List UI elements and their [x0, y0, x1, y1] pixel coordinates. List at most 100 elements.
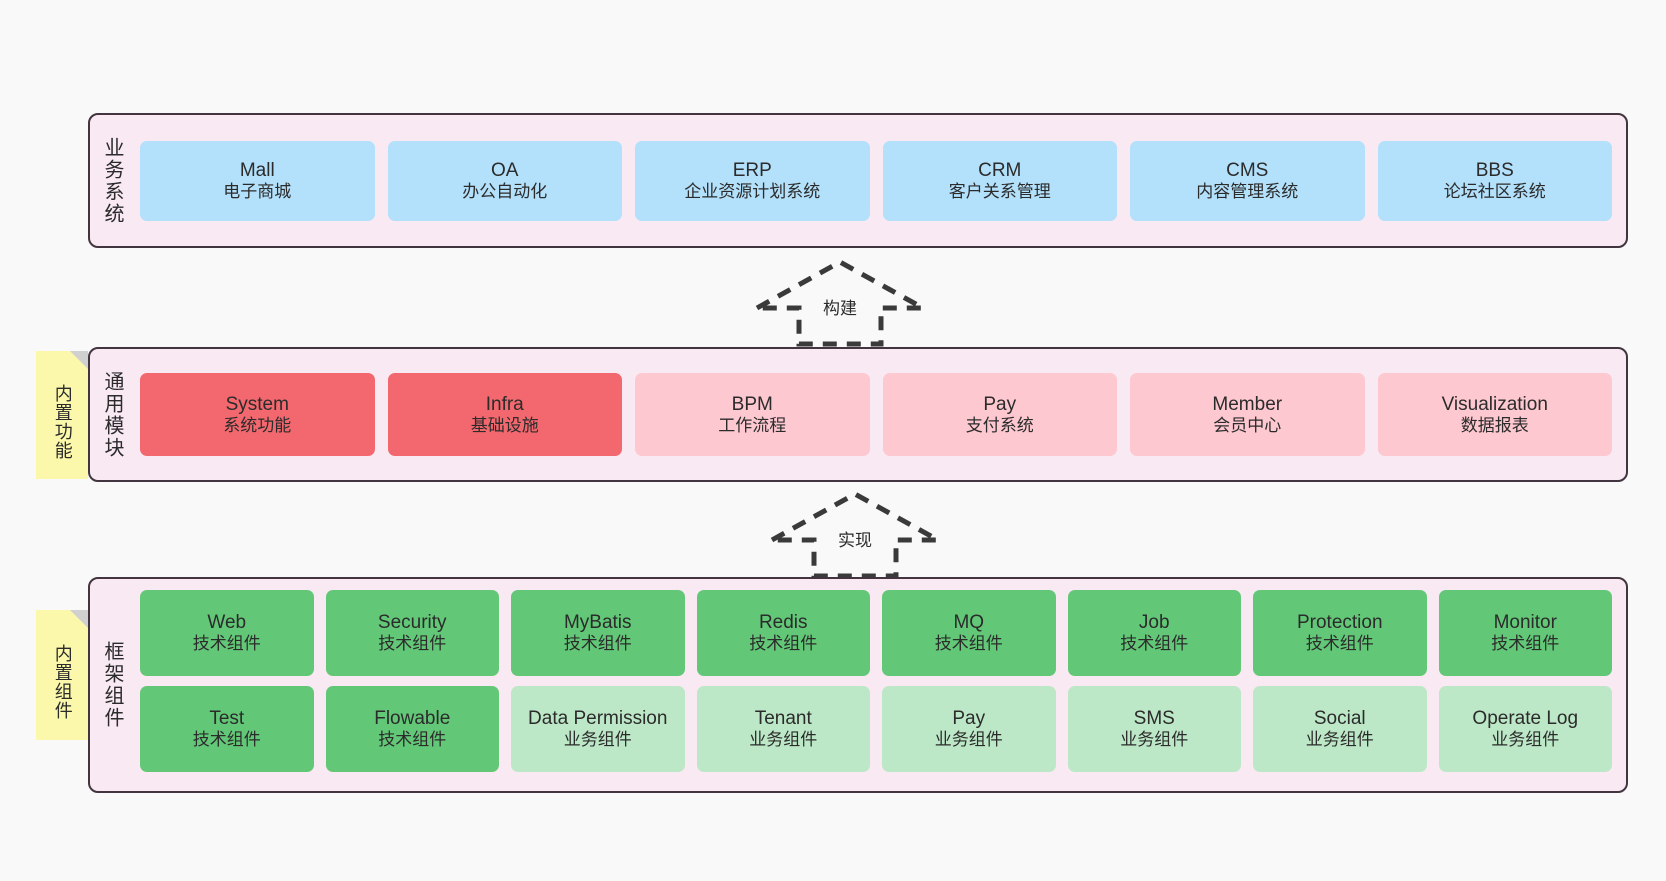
card-title-cn: 业务组件	[563, 730, 632, 750]
card-title-en: Tenant	[754, 708, 812, 730]
layer-title-business: 业务系统	[101, 136, 123, 225]
card-operate-log[interactable]: Operate Log 业务组件	[1438, 686, 1612, 772]
layer-body-business: Mall 电子商城 OA 办公自动化 ERP 企业资源计划系统 CRM 客户关系…	[134, 115, 1626, 246]
card-member[interactable]: Member 会员中心	[1130, 373, 1365, 456]
card-title-en: Member	[1212, 393, 1283, 415]
card-sms[interactable]: SMS 业务组件	[1067, 686, 1241, 772]
card-title-en: Job	[1138, 612, 1170, 634]
card-social[interactable]: Social 业务组件	[1253, 686, 1427, 772]
card-title-en: Mall	[239, 159, 275, 181]
sticky-note-text: 内置组件	[52, 644, 73, 720]
card-erp[interactable]: ERP 企业资源计划系统	[635, 140, 870, 221]
card-title-cn: 技术组件	[192, 730, 261, 750]
card-title-cn: 技术组件	[749, 634, 818, 654]
card-title-en: Monitor	[1493, 612, 1557, 634]
arrow-implement-label: 实现	[838, 531, 872, 550]
card-redis[interactable]: Redis 技术组件	[696, 590, 870, 676]
card-web[interactable]: Web 技术组件	[140, 590, 314, 676]
card-title-en: Protection	[1296, 612, 1383, 634]
card-flowable[interactable]: Flowable 技术组件	[325, 686, 499, 772]
layer-framework-components: 框架组件 Web 技术组件 Security 技术组件 MyBatis 技术组件…	[88, 577, 1628, 793]
card-title-en: Pay	[983, 393, 1017, 415]
card-data-permission[interactable]: Data Permission 业务组件	[511, 686, 685, 772]
card-bpm[interactable]: BPM 工作流程	[635, 373, 870, 456]
card-oa[interactable]: OA 办公自动化	[387, 140, 622, 221]
component-row-technical: Web 技术组件 Security 技术组件 MyBatis 技术组件 Redi…	[140, 590, 1612, 676]
card-title-en: Data Permission	[528, 708, 668, 730]
layer-body-modules: System 系统功能 Infra 基础设施 BPM 工作流程 Pay 支付系统…	[134, 349, 1626, 480]
card-mq[interactable]: MQ 技术组件	[882, 590, 1056, 676]
card-protection[interactable]: Protection 技术组件	[1253, 590, 1427, 676]
card-title-en: MyBatis	[563, 612, 632, 634]
card-title-cn: 技术组件	[1491, 634, 1560, 654]
card-title-cn: 系统功能	[223, 415, 292, 435]
card-title-cn: 办公自动化	[462, 181, 548, 201]
arrow-implement: 实现	[760, 488, 950, 579]
card-title-en: Redis	[758, 612, 808, 634]
card-title-cn: 企业资源计划系统	[684, 181, 821, 201]
card-title-cn: 业务组件	[749, 730, 818, 750]
card-mall[interactable]: Mall 电子商城	[140, 140, 375, 221]
card-title-en: Pay	[952, 708, 986, 730]
card-title-en: CRM	[978, 159, 1022, 181]
card-title-en: OA	[491, 159, 519, 181]
card-title-cn: 支付系统	[965, 415, 1034, 435]
sticky-note-builtin-features: 内置功能	[36, 351, 88, 479]
card-tenant[interactable]: Tenant 业务组件	[696, 686, 870, 772]
card-title-en: Visualization	[1441, 393, 1548, 415]
card-cms[interactable]: CMS 内容管理系统	[1130, 140, 1365, 221]
card-title-cn: 技术组件	[192, 634, 261, 654]
card-title-cn: 技术组件	[1305, 634, 1374, 654]
arrow-implement-shape	[762, 491, 948, 579]
card-infra[interactable]: Infra 基础设施	[387, 373, 622, 456]
card-job[interactable]: Job 技术组件	[1067, 590, 1241, 676]
card-title-cn: 业务组件	[1305, 730, 1374, 750]
card-visualization[interactable]: Visualization 数据报表	[1377, 373, 1612, 456]
card-security[interactable]: Security 技术组件	[325, 590, 499, 676]
layer-common-modules: 通用模块 System 系统功能 Infra 基础设施 BPM 工作流程 Pay…	[88, 347, 1628, 482]
card-bbs[interactable]: BBS 论坛社区系统	[1377, 140, 1612, 221]
card-title-en: BPM	[731, 393, 773, 415]
sticky-note-builtin-components: 内置组件	[36, 610, 88, 740]
card-title-cn: 技术组件	[563, 634, 632, 654]
card-title-cn: 内容管理系统	[1196, 181, 1299, 201]
component-row-business: Test 技术组件 Flowable 技术组件 Data Permission …	[140, 686, 1612, 772]
card-title-en: Social	[1313, 708, 1366, 730]
card-title-cn: 数据报表	[1460, 415, 1529, 435]
card-title-cn: 技术组件	[1120, 634, 1189, 654]
card-title-cn: 业务组件	[934, 730, 1003, 750]
card-title-en: MQ	[953, 612, 985, 634]
card-monitor[interactable]: Monitor 技术组件	[1438, 590, 1612, 676]
card-title-en: Infra	[485, 393, 524, 415]
card-title-cn: 技术组件	[934, 634, 1003, 654]
card-test[interactable]: Test 技术组件	[140, 686, 314, 772]
card-title-en: ERP	[732, 159, 772, 181]
card-mybatis[interactable]: MyBatis 技术组件	[511, 590, 685, 676]
layer-body-framework: Web 技术组件 Security 技术组件 MyBatis 技术组件 Redi…	[134, 579, 1626, 791]
arrow-build-label: 构建	[823, 299, 857, 318]
card-system[interactable]: System 系统功能	[140, 373, 375, 456]
card-pay-component[interactable]: Pay 业务组件	[882, 686, 1056, 772]
card-title-en: SMS	[1133, 708, 1175, 730]
card-title-en: Flowable	[374, 708, 451, 730]
card-title-cn: 客户关系管理	[948, 181, 1051, 201]
card-title-cn: 技术组件	[378, 634, 447, 654]
card-title-en: Security	[377, 612, 447, 634]
layer-title-modules: 通用模块	[101, 370, 123, 459]
card-pay[interactable]: Pay 支付系统	[882, 373, 1117, 456]
card-title-en: Operate Log	[1472, 708, 1579, 730]
card-crm[interactable]: CRM 客户关系管理	[882, 140, 1117, 221]
card-title-cn: 基础设施	[470, 415, 539, 435]
layer-title-framework: 框架组件	[101, 641, 123, 729]
page-fold-icon	[70, 610, 88, 628]
card-title-cn: 电子商城	[223, 181, 292, 201]
card-title-cn: 业务组件	[1120, 730, 1189, 750]
card-title-cn: 业务组件	[1491, 730, 1560, 750]
arrow-build: 构建	[745, 256, 935, 347]
card-title-cn: 技术组件	[378, 730, 447, 750]
card-title-cn: 工作流程	[718, 415, 787, 435]
card-title-cn: 会员中心	[1213, 415, 1282, 435]
card-title-en: CMS	[1226, 159, 1269, 181]
card-title-en: BBS	[1475, 159, 1514, 181]
